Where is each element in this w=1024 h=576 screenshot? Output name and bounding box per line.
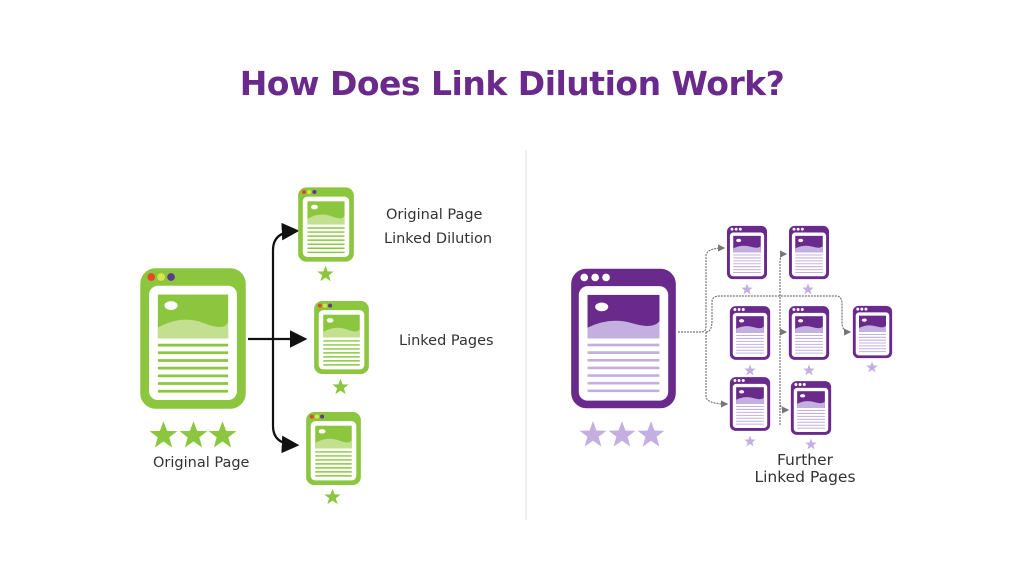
star-icon — [179, 421, 208, 448]
link-arrows — [248, 222, 308, 454]
star-icon — [805, 438, 817, 450]
star-icon — [317, 265, 334, 282]
star-icon — [149, 421, 178, 448]
dilution-label-line2: Linked Dilution — [384, 231, 493, 247]
star-icon — [866, 361, 878, 373]
dilution-label-line1: Original Page — [386, 207, 483, 223]
link-arrows — [678, 244, 852, 425]
linked-page-icon — [729, 305, 771, 361]
star-icon — [332, 378, 349, 395]
further-label-line2: Linked Pages — [754, 468, 856, 486]
star-icon — [744, 364, 756, 376]
further-linked-page-icon — [790, 380, 832, 436]
star-icon — [802, 283, 814, 295]
star-icon — [324, 488, 341, 505]
original-page-label: Original Page — [153, 455, 250, 471]
star-icon — [741, 283, 753, 295]
linked-page-icon — [729, 376, 771, 432]
linked-page-icon — [297, 186, 355, 263]
further-linked-page-icon — [852, 305, 893, 359]
original-page-icon — [569, 267, 678, 410]
linked-page-icon — [726, 225, 768, 280]
star-icon — [803, 364, 815, 376]
star-icon — [637, 421, 665, 447]
further-label-line1: Further — [776, 451, 834, 469]
linked-page-icon — [305, 411, 362, 486]
linked-page-icon — [313, 300, 370, 375]
star-icon — [579, 421, 607, 447]
arrow-bottom — [271, 339, 300, 454]
original-page-icon — [138, 266, 248, 411]
arrow-top — [271, 222, 300, 339]
linked-pages-label: Linked Pages — [399, 333, 494, 349]
original-stars — [149, 421, 237, 448]
further-linked-page-icon — [788, 225, 830, 280]
page-title: How Does Link Dilution Work? — [239, 64, 785, 103]
star-icon — [608, 421, 636, 447]
star-icon — [208, 421, 237, 448]
further-linked-page-icon — [788, 305, 830, 361]
star-icon — [744, 435, 756, 447]
